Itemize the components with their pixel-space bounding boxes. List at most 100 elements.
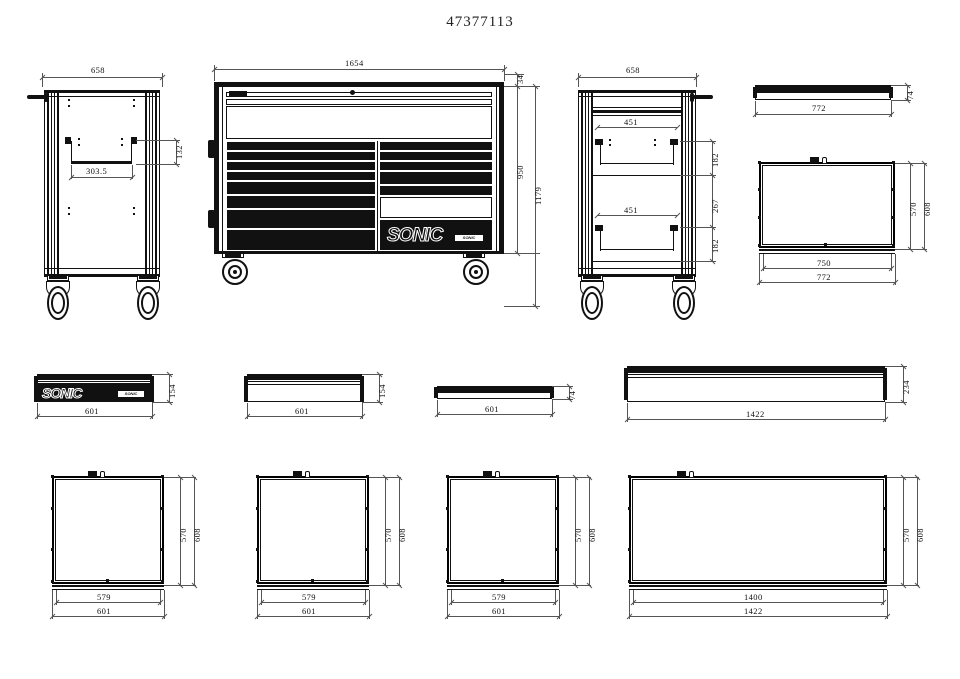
dim-line-234	[903, 366, 904, 402]
dim-ext	[578, 73, 579, 87]
drawer-face	[627, 377, 885, 402]
top-lid	[226, 92, 492, 97]
caster-wheel-inner	[51, 292, 65, 314]
side-handle-upper	[208, 140, 215, 158]
worktop-edge	[44, 90, 160, 93]
caster-stem	[139, 276, 157, 279]
dim-label-154: 154	[167, 384, 177, 398]
corner-fixing	[884, 475, 887, 478]
tray-latch	[810, 157, 819, 163]
drawer-top-black	[37, 374, 152, 380]
drawer-end-right	[883, 368, 887, 400]
caster-stem	[49, 276, 67, 279]
drawer-left-5	[227, 182, 375, 194]
dim-label-570: 570	[178, 528, 188, 542]
edge-fixing	[106, 579, 109, 582]
shelf-floor	[600, 163, 674, 164]
drawer-front-strip	[447, 585, 559, 587]
dim-ext-floor	[504, 306, 540, 307]
dim-label-451-upper: 451	[624, 117, 638, 127]
dim-line-950	[517, 86, 518, 253]
corner-fixing	[758, 244, 761, 247]
push-handle-joint	[690, 93, 694, 102]
worktop	[214, 82, 504, 86]
dim-label-34: 34	[515, 74, 525, 84]
caster-wheel-inner	[677, 292, 691, 314]
dim-ext	[451, 590, 452, 605]
drawer-front-strip	[52, 585, 164, 587]
dim-label-570: 570	[573, 528, 583, 542]
shelf-bracket-lower-left	[595, 225, 603, 231]
dim-line-608	[924, 163, 925, 249]
dim-ext	[214, 65, 215, 81]
fixing-dot	[68, 99, 70, 101]
shelf-floor	[71, 161, 132, 164]
dim-line-658	[578, 77, 696, 78]
base-bar	[44, 274, 160, 277]
edge-fixing	[758, 188, 761, 191]
edge-fixing	[366, 548, 369, 551]
dim-line-3035	[71, 177, 132, 178]
drawer-edge-line	[37, 381, 152, 382]
dim-ext	[891, 85, 911, 86]
edge-fixing	[256, 507, 259, 510]
edge-fixing	[311, 579, 314, 582]
drawer-plan-601-608-b: 579 601 570 608	[235, 462, 435, 637]
shelf-side-left	[71, 141, 72, 163]
drawer-face	[37, 383, 152, 402]
dim-ext	[883, 590, 884, 605]
dim-ext	[891, 254, 892, 271]
edge-fixing	[51, 548, 54, 551]
dim-label-601: 601	[302, 606, 316, 616]
dim-line-1654	[214, 69, 504, 70]
dim-ext	[56, 590, 57, 605]
drawer-handle	[305, 471, 310, 478]
shelf-floor2	[593, 175, 681, 176]
dim-ext	[895, 254, 896, 285]
dim-line-74	[569, 386, 570, 399]
drawer-profile-1422-234: 1422 234	[615, 352, 945, 437]
side-rail-right	[145, 93, 157, 275]
dim-ext	[763, 254, 764, 271]
shelf-dot	[654, 144, 656, 146]
dim-ext	[696, 73, 697, 87]
worktop-line	[44, 96, 160, 97]
drawer-right-3	[380, 162, 492, 170]
cross-brace-bot	[593, 115, 681, 116]
dim-line-608	[917, 477, 918, 585]
drawer-right-1	[380, 142, 492, 150]
sonic-sub-logo: SONIC	[455, 235, 483, 241]
drawer-end-right	[150, 376, 154, 402]
drawer-front-strip	[629, 585, 887, 587]
dim-label-750: 750	[817, 258, 831, 268]
shelf-dot	[654, 139, 656, 141]
dim-label-658: 658	[626, 65, 640, 75]
dim-label-1400: 1400	[744, 592, 763, 602]
shelf-floor	[600, 249, 674, 250]
dim-ext	[369, 590, 370, 619]
drawer-left-1	[227, 142, 375, 150]
dim-label-267: 267	[710, 199, 720, 213]
bracket-dot	[78, 144, 80, 146]
drawer-profile-601-154-logo: SONIC SONIC 601 154	[25, 360, 225, 430]
dim-label-608: 608	[915, 528, 925, 542]
drawer-right-5	[380, 186, 492, 195]
side-rail-left	[47, 93, 59, 275]
side-rail-left	[581, 93, 593, 275]
base-line	[578, 268, 696, 269]
corner-fixing	[366, 580, 369, 583]
caster-stem	[583, 276, 601, 279]
drawer-handle	[495, 471, 500, 478]
dim-label-132: 132	[174, 145, 184, 159]
dim-line-570	[385, 477, 386, 585]
drawer-front-line	[447, 589, 559, 590]
drawer-left-2	[227, 152, 375, 160]
dim-ext	[132, 165, 133, 179]
dim-ext	[504, 86, 540, 87]
dim-ext-right	[162, 73, 163, 87]
caster-stem	[466, 254, 482, 257]
lid-body	[755, 92, 891, 100]
drawer-top-face	[226, 106, 492, 139]
dim-line-601	[447, 616, 559, 617]
dim-ext	[885, 403, 886, 422]
